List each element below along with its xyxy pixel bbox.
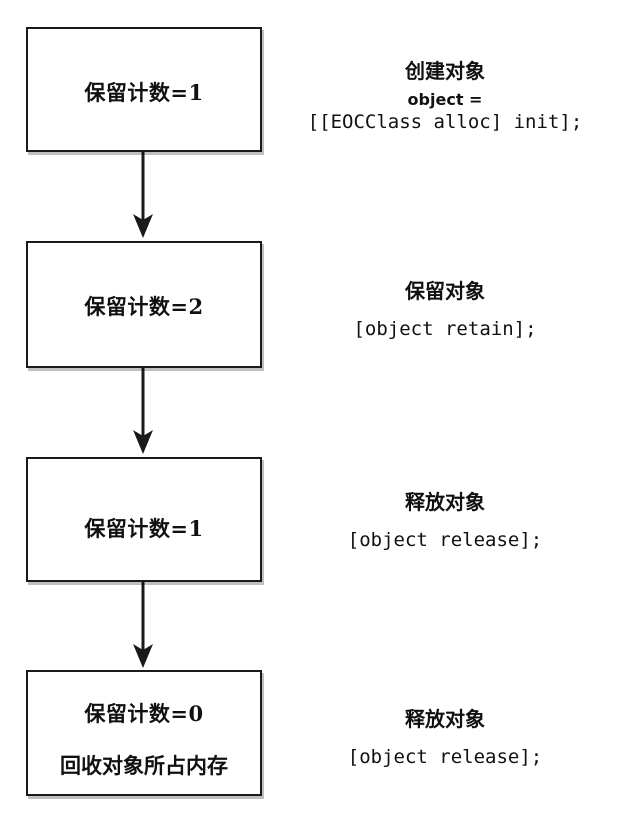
code-snippet-line2: [[EOCClass alloc] init];: [307, 111, 583, 133]
action-title: 释放对象: [405, 490, 485, 514]
step-label-release-1: 释放对象 [object release];: [290, 486, 600, 551]
retain-count-label: 保留计数=1: [84, 80, 204, 105]
retain-count-label: 保留计数=1: [84, 516, 204, 541]
memory-reclaimed-note: 回收对象所占内存: [60, 753, 228, 778]
retain-count-box-4: 保留计数=0 回收对象所占内存: [26, 670, 262, 796]
arrow-1-to-2: [133, 152, 153, 238]
action-title: 保留对象: [405, 279, 485, 303]
code-snippet-line1: object =: [407, 90, 483, 109]
retain-count-label: 保留计数=0: [84, 701, 204, 726]
action-title: 释放对象: [405, 707, 485, 731]
step-label-release-2: 释放对象 [object release];: [290, 703, 600, 768]
arrow-2-to-3: [133, 368, 153, 454]
retain-count-box-3: 保留计数=1: [26, 457, 262, 582]
code-snippet: [object release];: [347, 529, 543, 551]
retain-count-box-2: 保留计数=2: [26, 241, 262, 368]
retain-count-label: 保留计数=2: [84, 294, 204, 319]
action-title: 创建对象: [405, 59, 485, 83]
step-label-retain: 保留对象 [object retain];: [290, 275, 600, 340]
arrow-3-to-4: [133, 582, 153, 668]
code-snippet: [object release];: [347, 746, 543, 768]
code-snippet: [object retain];: [353, 318, 537, 340]
retain-count-box-1: 保留计数=1: [26, 27, 262, 152]
step-label-create: 创建对象 object = [[EOCClass alloc] init];: [290, 55, 600, 133]
